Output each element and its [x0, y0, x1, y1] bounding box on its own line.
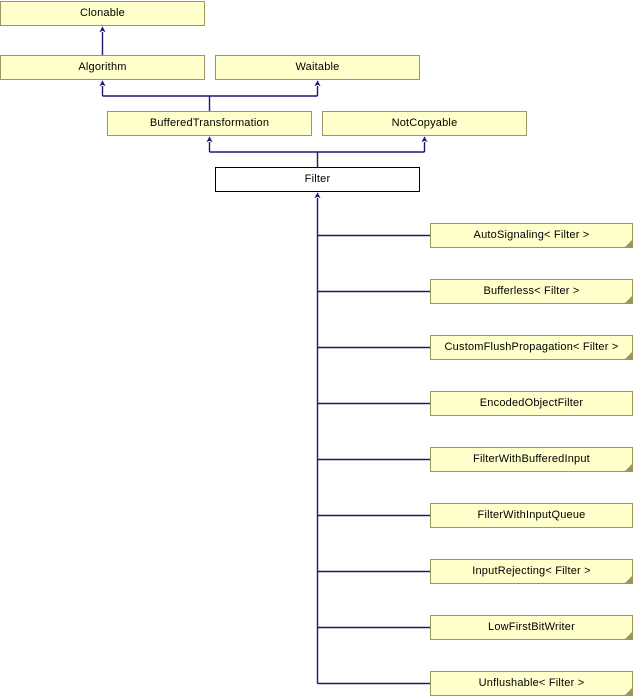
- class-node-derived[interactable]: LowFirstBitWriter: [430, 615, 633, 640]
- class-label: EncodedObjectFilter: [479, 397, 584, 409]
- class-node-notcopyable[interactable]: NotCopyable: [322, 111, 527, 136]
- class-node-clonable[interactable]: Clonable: [0, 1, 205, 26]
- class-node-derived[interactable]: Unflushable< Filter >: [430, 671, 633, 696]
- class-label: Waitable: [295, 61, 340, 73]
- class-node-derived[interactable]: AutoSignaling< Filter >: [430, 223, 633, 248]
- edge-derived-to-filter: [314, 192, 430, 685]
- edge-filter-to-parents: [206, 136, 428, 167]
- class-label: Clonable: [79, 7, 126, 19]
- class-node-derived[interactable]: InputRejecting< Filter >: [430, 559, 633, 584]
- class-node-algorithm[interactable]: Algorithm: [0, 55, 205, 80]
- class-label: CustomFlushPropagation< Filter >: [444, 341, 619, 353]
- class-node-derived[interactable]: CustomFlushPropagation< Filter >: [430, 335, 633, 360]
- class-node-derived[interactable]: Bufferless< Filter >: [430, 279, 633, 304]
- class-label: AutoSignaling< Filter >: [473, 229, 590, 241]
- class-label: Bufferless< Filter >: [483, 285, 580, 297]
- class-label: Algorithm: [78, 61, 127, 73]
- class-node-derived[interactable]: FilterWithInputQueue: [430, 503, 633, 528]
- class-node-waitable[interactable]: Waitable: [215, 55, 420, 80]
- class-label: FilterWithBufferedInput: [473, 453, 590, 465]
- class-label: Filter: [304, 173, 331, 185]
- edge-bufferedtransformation-to-parents: [99, 80, 321, 111]
- class-node-bufferedtransformation[interactable]: BufferedTransformation: [107, 111, 312, 136]
- class-label: InputRejecting< Filter >: [472, 565, 591, 577]
- class-label: BufferedTransformation: [149, 117, 270, 129]
- class-label: NotCopyable: [391, 117, 458, 129]
- class-node-derived[interactable]: FilterWithBufferedInput: [430, 447, 633, 472]
- class-label: LowFirstBitWriter: [488, 621, 575, 633]
- class-node-filter-current[interactable]: Filter: [215, 167, 420, 192]
- class-node-derived[interactable]: EncodedObjectFilter: [430, 391, 633, 416]
- class-label: Unflushable< Filter >: [478, 677, 585, 689]
- class-label: FilterWithInputQueue: [477, 509, 586, 521]
